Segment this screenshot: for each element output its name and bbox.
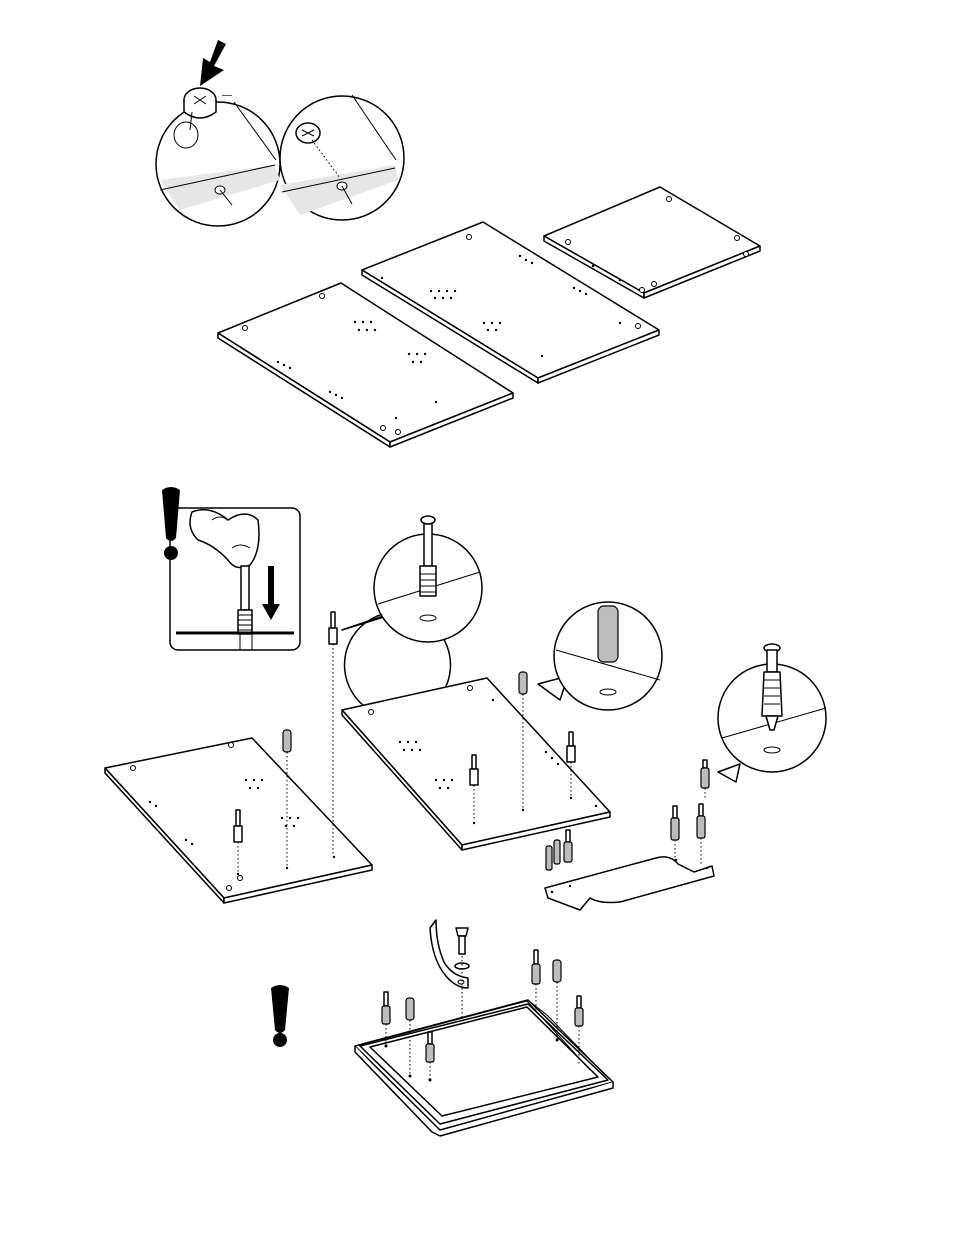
panel-middle-left [105, 612, 372, 903]
base-assembly [271, 920, 613, 1136]
cam-lock-detail: — [156, 40, 404, 226]
bracket-part [430, 920, 469, 1020]
screw-dowel-callout [718, 644, 826, 782]
bolt-part [567, 732, 575, 762]
down-arrow-icon [200, 40, 226, 86]
press-dowel-warning-detail [162, 487, 300, 650]
svg-text:—: — [222, 90, 232, 101]
bolt-part [546, 830, 572, 870]
bolt-part [671, 760, 709, 866]
exclamation-icon [271, 985, 289, 1047]
dowel-callout [538, 602, 662, 710]
panels-top [218, 187, 760, 447]
bolt-part [329, 612, 337, 644]
